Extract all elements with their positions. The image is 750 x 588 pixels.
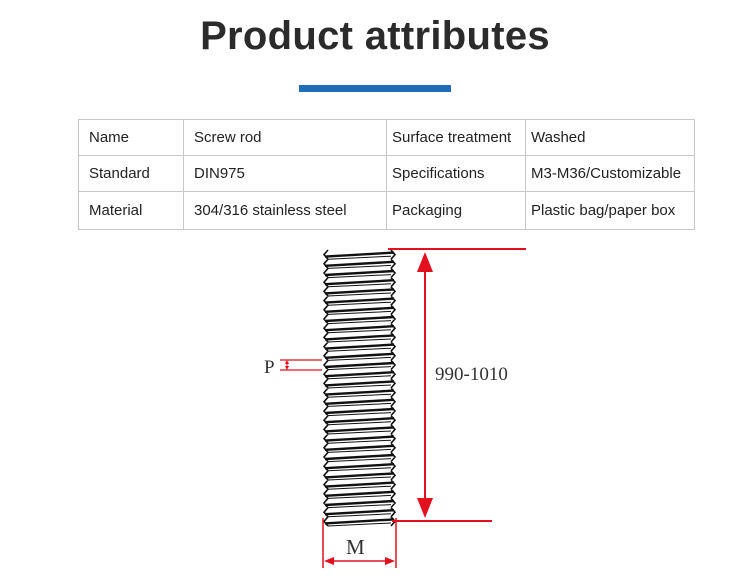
thread-root bbox=[327, 301, 392, 306]
thread-crest bbox=[324, 279, 395, 286]
attr-label-cell: Name bbox=[78, 119, 184, 156]
thread-root bbox=[327, 485, 392, 490]
threaded-rod bbox=[322, 249, 397, 527]
pitch-dimension bbox=[280, 359, 322, 371]
arrow-down-icon bbox=[417, 498, 433, 518]
thread-crest bbox=[324, 269, 395, 277]
table-row: Material 304/316 stainless steel Packagi… bbox=[78, 191, 695, 230]
attr-value-cell: Plastic bag/paper box bbox=[525, 191, 695, 230]
thread-root bbox=[327, 421, 392, 426]
thread-crest bbox=[324, 453, 395, 461]
thread-crest bbox=[324, 288, 395, 295]
thread-crest bbox=[324, 352, 395, 359]
table-row: Name Screw rod Surface treatment Washed bbox=[78, 119, 695, 156]
attr-label-cell: Surface treatment bbox=[386, 119, 526, 156]
thread-crest bbox=[324, 407, 395, 415]
thread-root bbox=[327, 522, 392, 527]
attr-value-cell: Washed bbox=[525, 119, 695, 156]
thread-root bbox=[327, 504, 392, 509]
attributes-table: Name Screw rod Surface treatment Washed … bbox=[78, 119, 695, 230]
thread-root bbox=[327, 439, 392, 444]
thread-root bbox=[327, 338, 392, 343]
arrow-right-icon bbox=[385, 557, 395, 565]
thread-crest bbox=[324, 251, 395, 258]
arrow-down-icon bbox=[285, 366, 289, 370]
arrow-up-icon bbox=[285, 360, 289, 364]
thread-crest bbox=[324, 260, 395, 267]
thread-root bbox=[327, 448, 392, 453]
thread-root bbox=[327, 476, 392, 481]
thread-crest bbox=[324, 444, 395, 451]
arrow-left-icon bbox=[324, 557, 334, 565]
title-underline bbox=[299, 85, 451, 92]
thread-root bbox=[327, 356, 392, 361]
thread-crest bbox=[324, 398, 395, 405]
thread-root bbox=[327, 375, 392, 380]
length-label: 990-1010 bbox=[435, 364, 508, 385]
thread-crest bbox=[324, 490, 395, 497]
thread-crest bbox=[324, 417, 395, 424]
thread-edges bbox=[322, 249, 397, 527]
length-label-bg bbox=[433, 360, 517, 386]
attr-value-cell: 304/316 stainless steel bbox=[183, 191, 387, 230]
page-title: Product attributes bbox=[200, 14, 550, 58]
thread-root bbox=[327, 292, 392, 297]
thread-root bbox=[327, 366, 392, 371]
thread-crest bbox=[324, 389, 395, 396]
thread-crest bbox=[324, 334, 395, 341]
thread-root bbox=[327, 347, 392, 352]
thread-root bbox=[327, 430, 392, 435]
thread-crest bbox=[324, 472, 395, 479]
attr-label-cell: Standard bbox=[78, 155, 184, 192]
thread-root bbox=[327, 412, 392, 417]
thread-crest bbox=[324, 499, 395, 507]
diameter-dimension bbox=[322, 518, 397, 568]
thread-crest bbox=[324, 426, 395, 433]
attr-label-cell: Material bbox=[78, 191, 184, 230]
thread-crest bbox=[324, 380, 395, 387]
thread-root bbox=[327, 264, 392, 269]
thread-root bbox=[327, 283, 392, 288]
thread-root bbox=[327, 329, 392, 334]
thread-crest bbox=[324, 315, 395, 323]
thread-crest bbox=[324, 325, 395, 332]
diameter-label: M bbox=[346, 535, 365, 559]
thread-crest bbox=[324, 509, 395, 516]
thread-root bbox=[327, 513, 392, 518]
attr-value-cell: M3-M36/Customizable bbox=[525, 155, 695, 192]
table-row: Standard DIN975 Specifications M3-M36/Cu… bbox=[78, 155, 695, 192]
length-dimension bbox=[388, 248, 526, 522]
thread-root bbox=[327, 274, 392, 279]
thread-crest bbox=[324, 361, 395, 369]
thread-root bbox=[327, 393, 392, 398]
thread-root bbox=[327, 255, 392, 260]
thread-crest bbox=[324, 518, 395, 525]
thread-root bbox=[327, 310, 392, 315]
thread-root bbox=[327, 320, 392, 325]
thread-crest bbox=[324, 481, 395, 488]
attr-label-cell: Packaging bbox=[386, 191, 526, 230]
attr-label-cell: Specifications bbox=[386, 155, 526, 192]
thread-root bbox=[327, 384, 392, 389]
arrow-up-icon bbox=[417, 252, 433, 272]
thread-crest bbox=[324, 463, 395, 470]
thread-root bbox=[327, 458, 392, 463]
thread-root bbox=[327, 467, 392, 472]
attr-value-cell: DIN975 bbox=[183, 155, 387, 192]
thread-crest bbox=[324, 306, 395, 313]
thread-root bbox=[327, 402, 392, 407]
pitch-label: P bbox=[264, 357, 275, 378]
thread-crest bbox=[324, 343, 395, 350]
thread-crest bbox=[324, 371, 395, 378]
thread-crest bbox=[324, 435, 395, 442]
thread-crest bbox=[324, 297, 395, 304]
thread-root bbox=[327, 494, 392, 499]
